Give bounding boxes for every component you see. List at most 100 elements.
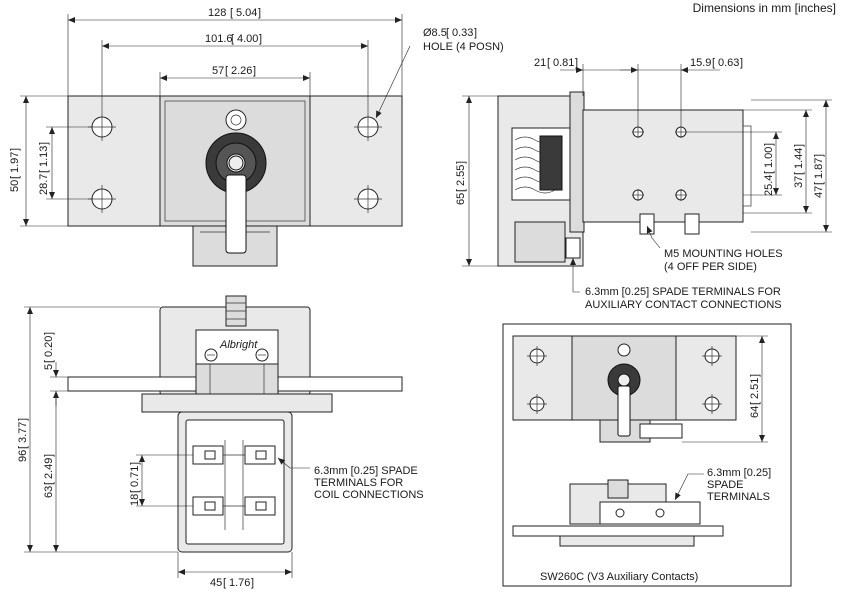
side-main-body <box>582 109 744 223</box>
svg-text:1.97: 1.97 <box>9 152 21 173</box>
svg-text:COIL CONNECTIONS: COIL CONNECTIONS <box>314 489 424 501</box>
svg-text:[: [ <box>17 446 29 449</box>
svg-text:2.55: 2.55 <box>455 165 467 186</box>
svg-text:]: ] <box>17 418 29 421</box>
key-handle <box>225 174 247 254</box>
svg-text:[: [ <box>9 176 21 179</box>
svg-text:]: ] <box>253 65 256 77</box>
coil-terminal-icon <box>192 440 276 530</box>
svg-text:6.3mm [0.25] SPADE: 6.3mm [0.25] SPADE <box>314 465 418 477</box>
svg-text:]: ] <box>259 33 262 45</box>
svg-text:64: 64 <box>749 406 761 418</box>
svg-text:1.00: 1.00 <box>763 147 775 168</box>
inset-top-flange <box>512 525 724 537</box>
svg-text:Ø8.5: Ø8.5 <box>423 27 447 39</box>
svg-text:101.6: 101.6 <box>205 33 233 45</box>
svg-text:65: 65 <box>455 193 467 205</box>
svg-text:]: ] <box>129 462 141 465</box>
svg-text:]: ] <box>749 374 761 377</box>
svg-text:37: 37 <box>793 176 805 188</box>
front-view-dim-28-7: 28.7 [ 1.13 ] <box>38 142 50 195</box>
mounting-holes-note: M5 MOUNTING HOLES (4 OFF PER SIDE) <box>664 248 783 273</box>
svg-text:5: 5 <box>43 364 55 370</box>
coil-terminals-note: 6.3mm [0.25] SPADE TERMINALS FOR COIL CO… <box>314 465 424 501</box>
top-view-dim-18: 18 [ 0.71 ] <box>129 462 141 506</box>
dimensions-unit-note: Dimensions in mm [inches] <box>692 1 836 15</box>
inset-caption: SW260C (V3 Auxiliary Contacts) <box>540 571 698 583</box>
svg-text:0.63: 0.63 <box>718 57 739 69</box>
front-view-dim-101-6: 101.6 [ 4.00 ] <box>205 33 262 45</box>
svg-text:HOLE (4 POSN): HOLE (4 POSN) <box>423 41 504 53</box>
inset-aux-switch <box>639 423 683 439</box>
side-aux-terminal <box>565 237 581 259</box>
side-coil <box>539 135 563 191</box>
svg-text:]: ] <box>258 7 261 19</box>
sw260c-inset <box>502 323 792 587</box>
svg-text:[: [ <box>43 482 55 485</box>
svg-text:[: [ <box>223 577 226 589</box>
svg-text:18: 18 <box>129 494 141 506</box>
svg-text:[: [ <box>712 57 715 69</box>
svg-text:]: ] <box>43 454 55 457</box>
inset-terminals-note: 6.3mm [0.25] SPADE TERMINALS <box>707 467 771 503</box>
svg-text:]: ] <box>9 148 21 151</box>
aux-terminals-note: 6.3mm [0.25] SPADE TERMINALS FOR AUXILIA… <box>585 286 782 311</box>
svg-text:M5 MOUNTING HOLES: M5 MOUNTING HOLES <box>664 248 783 260</box>
front-view-dim-57: 57 [ 2.26 ] <box>212 65 256 77</box>
svg-text:2.49: 2.49 <box>43 458 55 479</box>
inset-dim-64: 64 [ 2.51 ] <box>749 374 761 418</box>
svg-text:1.13: 1.13 <box>38 146 50 167</box>
side-view-dim-37: 37 [ 1.44 ] <box>793 144 805 188</box>
side-mounting-hole-icon <box>632 126 687 201</box>
top-view-dim-5: 5 [ 0.20 ] <box>43 332 55 370</box>
inset-mounting-hole-icon <box>527 346 722 414</box>
svg-text:[: [ <box>763 171 775 174</box>
front-view-dim-50: 50 [ 1.97 ] <box>9 148 21 192</box>
svg-text:57: 57 <box>212 65 224 77</box>
svg-text:]: ] <box>813 154 825 157</box>
svg-text:[: [ <box>129 490 141 493</box>
svg-text:[: [ <box>230 7 233 19</box>
svg-text:6.3mm [0.25]: 6.3mm [0.25] <box>707 467 771 479</box>
svg-text:[: [ <box>547 57 550 69</box>
svg-text:0.71: 0.71 <box>129 466 141 487</box>
svg-text:28.7: 28.7 <box>38 174 50 195</box>
top-view: Albright <box>24 295 403 578</box>
svg-text:96: 96 <box>17 450 29 462</box>
svg-text:6.3mm [0.25] SPADE TERMINALS F: 6.3mm [0.25] SPADE TERMINALS FOR <box>585 286 781 298</box>
svg-text:0.33: 0.33 <box>452 27 473 39</box>
inset-top-aux-switch <box>599 501 701 525</box>
side-view-dim-21: 21 [ 0.81 ] <box>534 57 578 69</box>
top-view-dim-63: 63 [ 2.49 ] <box>43 454 55 498</box>
svg-text:0.20: 0.20 <box>43 336 55 357</box>
top-view-dim-45: 45 [ 1.76 ] <box>210 577 254 589</box>
svg-text:[: [ <box>446 27 449 39</box>
svg-text:]: ] <box>763 143 775 146</box>
svg-text:[: [ <box>38 170 50 173</box>
front-mounting-hole-icon <box>88 113 382 213</box>
svg-text:AUXILIARY CONTACT CONNECTIONS: AUXILIARY CONTACT CONNECTIONS <box>585 299 782 311</box>
svg-text:1.76: 1.76 <box>229 577 250 589</box>
svg-text:TERMINALS FOR: TERMINALS FOR <box>314 477 403 489</box>
svg-text:[: [ <box>455 189 467 192</box>
svg-text:(4 OFF PER SIDE): (4 OFF PER SIDE) <box>664 261 757 273</box>
svg-text:0.81: 0.81 <box>553 57 574 69</box>
svg-text:]: ] <box>474 27 477 39</box>
hole-callout: Ø8.5 [ 0.33 ] HOLE (4 POSN) <box>423 27 504 53</box>
top-base-plate <box>141 393 333 413</box>
svg-text:[: [ <box>43 360 55 363</box>
svg-text:3.77: 3.77 <box>17 422 29 443</box>
svg-text:TERMINALS: TERMINALS <box>707 491 770 503</box>
svg-text:]: ] <box>793 144 805 147</box>
svg-text:1.44: 1.44 <box>793 148 805 169</box>
svg-text:]: ] <box>455 161 467 164</box>
svg-text:SPADE: SPADE <box>707 479 743 491</box>
svg-text:45: 45 <box>210 577 222 589</box>
svg-text:50: 50 <box>9 180 21 192</box>
svg-text:]: ] <box>740 57 743 69</box>
side-view-dim-65: 65 [ 2.55 ] <box>455 161 467 205</box>
svg-text:25.4: 25.4 <box>763 175 775 196</box>
svg-text:128: 128 <box>208 7 226 19</box>
side-view <box>462 64 832 293</box>
